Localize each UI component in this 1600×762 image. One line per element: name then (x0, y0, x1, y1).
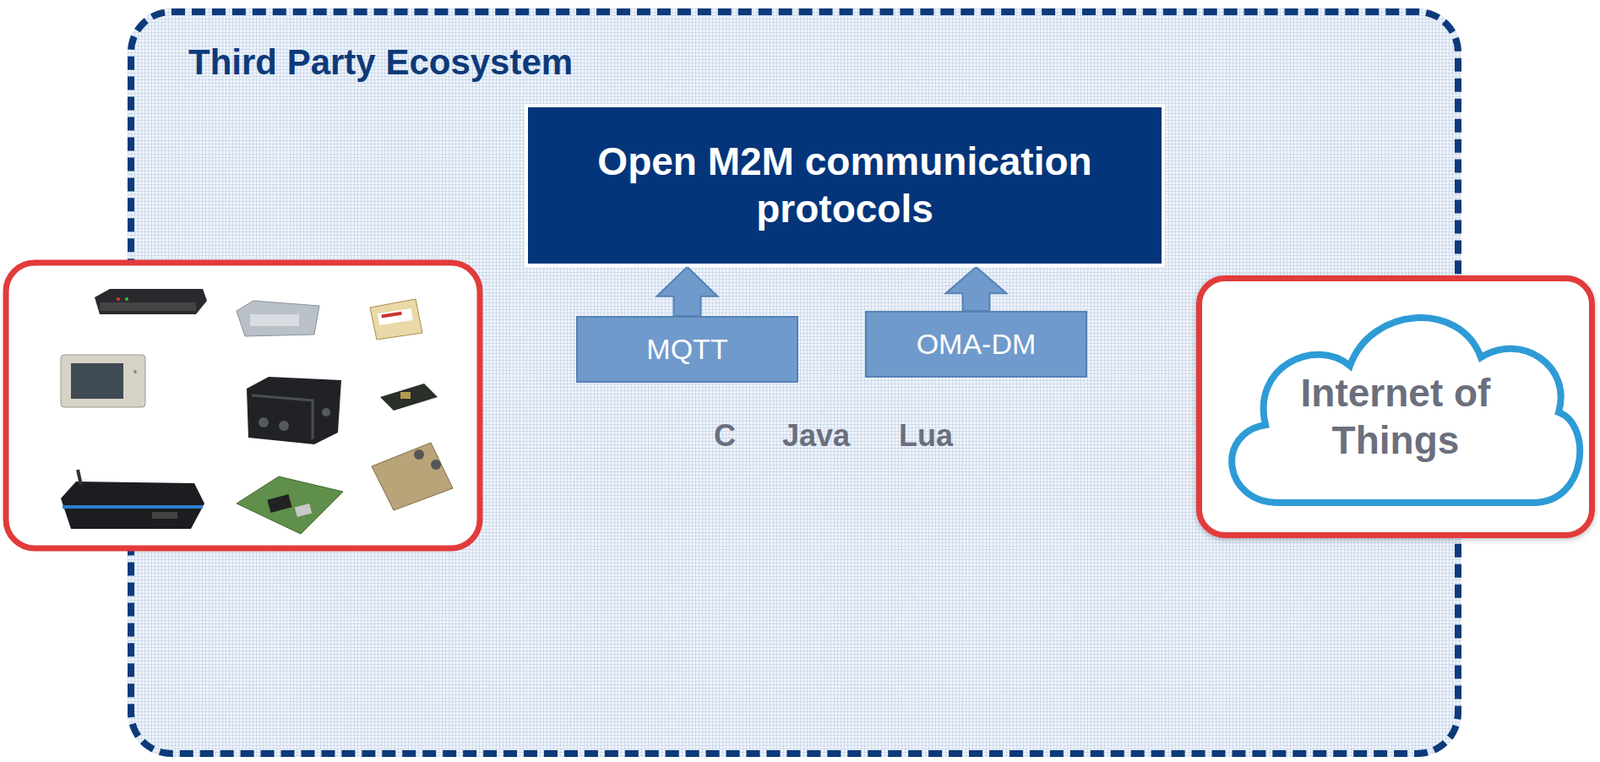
node-label: MQTT (646, 332, 728, 366)
device-frame (5, 262, 480, 549)
node-label: Internet of Things (1277, 370, 1514, 463)
router-icon (94, 288, 207, 315)
touch-panel-icon (60, 354, 146, 408)
language-label: Java (782, 418, 850, 454)
modem-icon (236, 300, 320, 337)
language-label: C (713, 418, 736, 454)
region-title: Third Party Ecosystem (188, 42, 573, 83)
protocol-tag: OMA-DM (865, 310, 1088, 378)
pcb-icon (236, 476, 343, 534)
block-arrow (946, 266, 1007, 311)
node-label: Open M2M communication protocols (574, 138, 1116, 232)
gateway-icon (60, 469, 205, 529)
node-label: OMA-DM (916, 327, 1037, 361)
block-arrow (657, 266, 719, 316)
module-icon (370, 299, 423, 340)
rugged-box-icon (246, 376, 342, 445)
board-icon (380, 383, 438, 411)
gold-module-icon (371, 442, 453, 511)
language-label: Lua (898, 418, 953, 454)
cloud-box: Internet of Things (1196, 275, 1595, 539)
protocol-box: Open M2M communication protocols (527, 107, 1162, 264)
protocol-tag: MQTT (576, 315, 799, 383)
